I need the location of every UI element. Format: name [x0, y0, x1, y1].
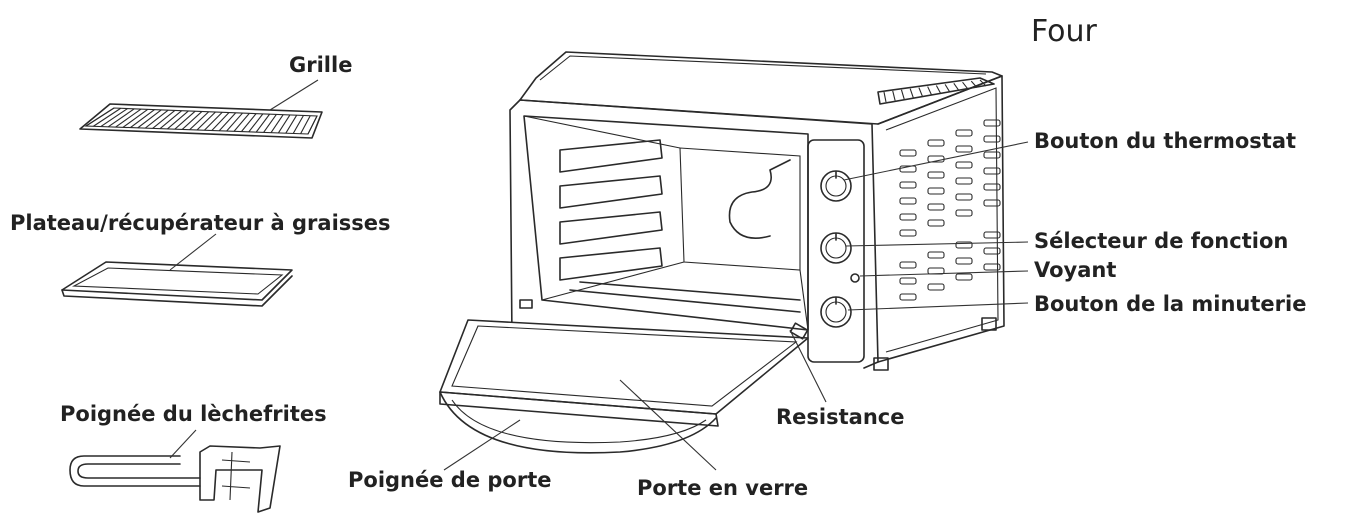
thermostat-knob — [820, 170, 852, 202]
tray-plateau — [61, 233, 293, 307]
leader-resistance — [789, 329, 827, 403]
leader-selecteur — [845, 241, 1029, 247]
rack-grille — [79, 79, 323, 139]
label-resistance: Resistance — [776, 405, 905, 429]
label-poignee-lechefrites: Poignée du lèchefrites — [60, 402, 327, 426]
label-plateau: Plateau/récupérateur à graisses — [10, 211, 391, 235]
label-poignee-porte: Poignée de porte — [348, 468, 552, 492]
leader-porte-verre — [619, 379, 717, 471]
leader-voyant — [859, 270, 1029, 277]
oven-body — [509, 51, 1005, 371]
timer-knob — [820, 296, 852, 328]
label-minuterie: Bouton de la minuterie — [1034, 292, 1307, 316]
label-voyant: Voyant — [1034, 258, 1117, 282]
leader-thermostat — [843, 141, 1029, 181]
label-selecteur: Sélecteur de fonction — [1034, 229, 1289, 253]
open-door — [439, 299, 809, 454]
label-grille: Grille — [289, 53, 353, 77]
leader-poignee-porte — [443, 419, 521, 471]
function-selector-knob — [820, 232, 852, 264]
leader-poignee-lechefrites — [169, 429, 197, 459]
leader-plateau — [169, 233, 217, 271]
diagram-title: Four — [1031, 14, 1097, 49]
leader-grille — [269, 79, 319, 111]
leader-minuterie — [847, 302, 1029, 311]
handle-lechefrites — [69, 429, 281, 513]
label-thermostat: Bouton du thermostat — [1034, 129, 1297, 153]
indicator-light — [850, 273, 860, 283]
label-porte-verre: Porte en verre — [637, 476, 809, 500]
